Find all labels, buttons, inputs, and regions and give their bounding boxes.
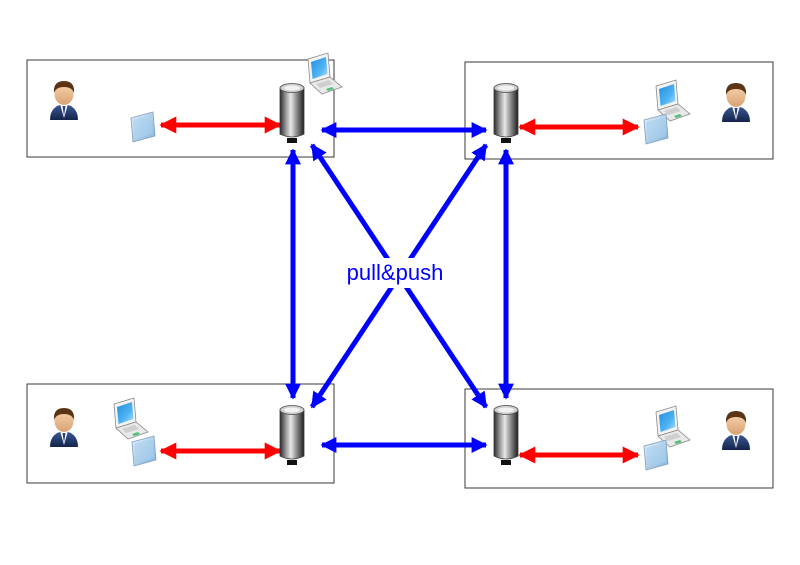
person-icon (50, 81, 78, 120)
monitor-icon (643, 113, 669, 145)
monitor-icon (131, 435, 157, 467)
laptop-icon (307, 52, 343, 95)
laptop-icon (655, 79, 691, 122)
person-icon (722, 83, 750, 122)
monitor-icon (130, 111, 156, 143)
node-box-top-right (464, 61, 774, 160)
laptop-icon (655, 405, 691, 448)
person-icon (50, 408, 78, 447)
node-box-top-left (26, 59, 335, 158)
laptop-icon (113, 397, 149, 440)
server-icon (493, 83, 519, 144)
pull-push-label: pull&push (330, 258, 460, 288)
person-icon (722, 411, 750, 450)
server-icon (279, 83, 305, 144)
node-box-bottom-left (26, 383, 335, 484)
server-icon (493, 405, 519, 466)
monitor-icon (643, 439, 669, 471)
server-icon (279, 405, 305, 466)
